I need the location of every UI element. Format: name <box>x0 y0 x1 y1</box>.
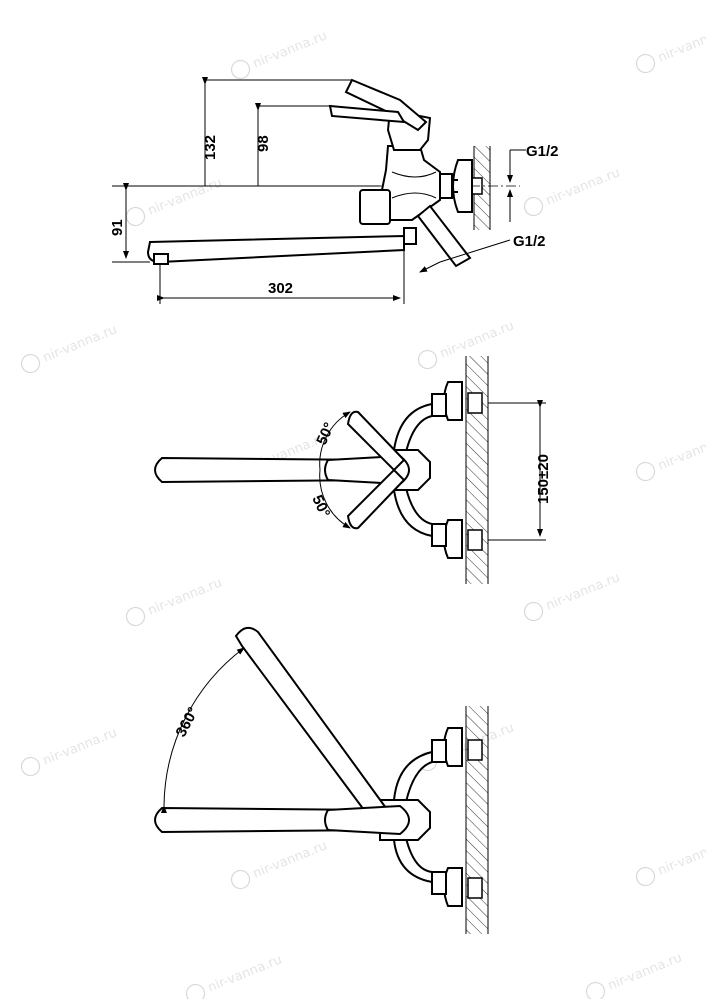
arm-lower-rot <box>392 836 433 884</box>
thread-outlet-label: G1/2 <box>513 233 546 250</box>
eccentric-nut-upper <box>431 393 447 417</box>
watermark-text: nir-vanna.ru <box>438 318 516 361</box>
wall-side <box>470 146 491 230</box>
watermark-text: nir-vanna.ru <box>146 175 224 218</box>
dim-302-label: 302 <box>268 280 293 297</box>
watermark-text: nir-vanna.ru <box>656 22 706 65</box>
arm-upper <box>392 402 433 454</box>
dim-132-label: 132 <box>202 135 219 160</box>
outlet-fitting <box>416 204 472 268</box>
flange <box>452 159 473 213</box>
watermark-10: nir-vanna.ru <box>523 570 622 622</box>
dim-150-label: 150±20 <box>535 454 552 504</box>
angle-down-label: 50° <box>308 493 333 521</box>
lever-raised <box>344 78 428 132</box>
watermark-13: nir-vanna.ru <box>230 838 329 890</box>
watermark-text: nir-vanna.ru <box>656 835 706 878</box>
watermark-11: nir-vanna.ru <box>20 725 119 777</box>
spout <box>146 234 405 264</box>
watermark-16: nir-vanna.ru <box>585 950 684 999</box>
eccentric-nut-upper-rot <box>431 739 447 763</box>
spout-nut <box>403 227 417 245</box>
lever-rot <box>324 804 410 836</box>
watermark-14: nir-vanna.ru <box>635 835 706 887</box>
watermark-text: nir-vanna.ru <box>146 575 224 618</box>
dim-91-label: 91 <box>109 219 126 236</box>
watermark-5: nir-vanna.ru <box>20 322 119 374</box>
dim-98-label: 98 <box>255 135 272 152</box>
watermark-8: nir-vanna.ru <box>635 430 706 482</box>
watermark-text: nir-vanna.ru <box>251 28 329 71</box>
watermark-text: nir-vanna.ru <box>656 430 706 473</box>
watermark-1: nir-vanna.ru <box>230 28 329 80</box>
side-view: 132 98 91 302 G1/2 G1/2 <box>109 77 559 304</box>
watermark-text: nir-vanna.ru <box>606 950 684 993</box>
watermark-text: nir-vanna.ru <box>251 838 329 881</box>
angle-360-label: 360° <box>173 704 203 739</box>
wall-top <box>465 356 489 584</box>
watermark-text: nir-vanna.ru <box>544 165 622 208</box>
watermark-text: nir-vanna.ru <box>544 570 622 613</box>
wall-rotation <box>465 706 489 934</box>
watermark-9: nir-vanna.ru <box>125 575 224 627</box>
spout-coupling <box>359 189 391 225</box>
eccentric-nut-lower <box>431 523 447 547</box>
watermark-2: nir-vanna.ru <box>635 22 706 74</box>
spout-rotated <box>234 626 388 820</box>
watermark-text: nir-vanna.ru <box>41 725 119 768</box>
watermark-15: nir-vanna.ru <box>185 952 284 999</box>
arm-lower <box>392 486 433 538</box>
watermark-3: nir-vanna.ru <box>125 175 224 227</box>
lever-mid <box>328 104 406 124</box>
top-view: 50° 50° 150±20 <box>154 356 552 584</box>
aerator <box>153 253 169 265</box>
watermark-4: nir-vanna.ru <box>523 165 622 217</box>
eccentric-nut-lower-rot <box>431 871 447 895</box>
thread-inlet-label: G1/2 <box>526 143 559 160</box>
watermark-text: nir-vanna.ru <box>206 952 284 995</box>
rotation-view: 360° <box>154 626 489 934</box>
watermark-text: nir-vanna.ru <box>41 322 119 365</box>
arm-upper-rot <box>392 750 433 804</box>
